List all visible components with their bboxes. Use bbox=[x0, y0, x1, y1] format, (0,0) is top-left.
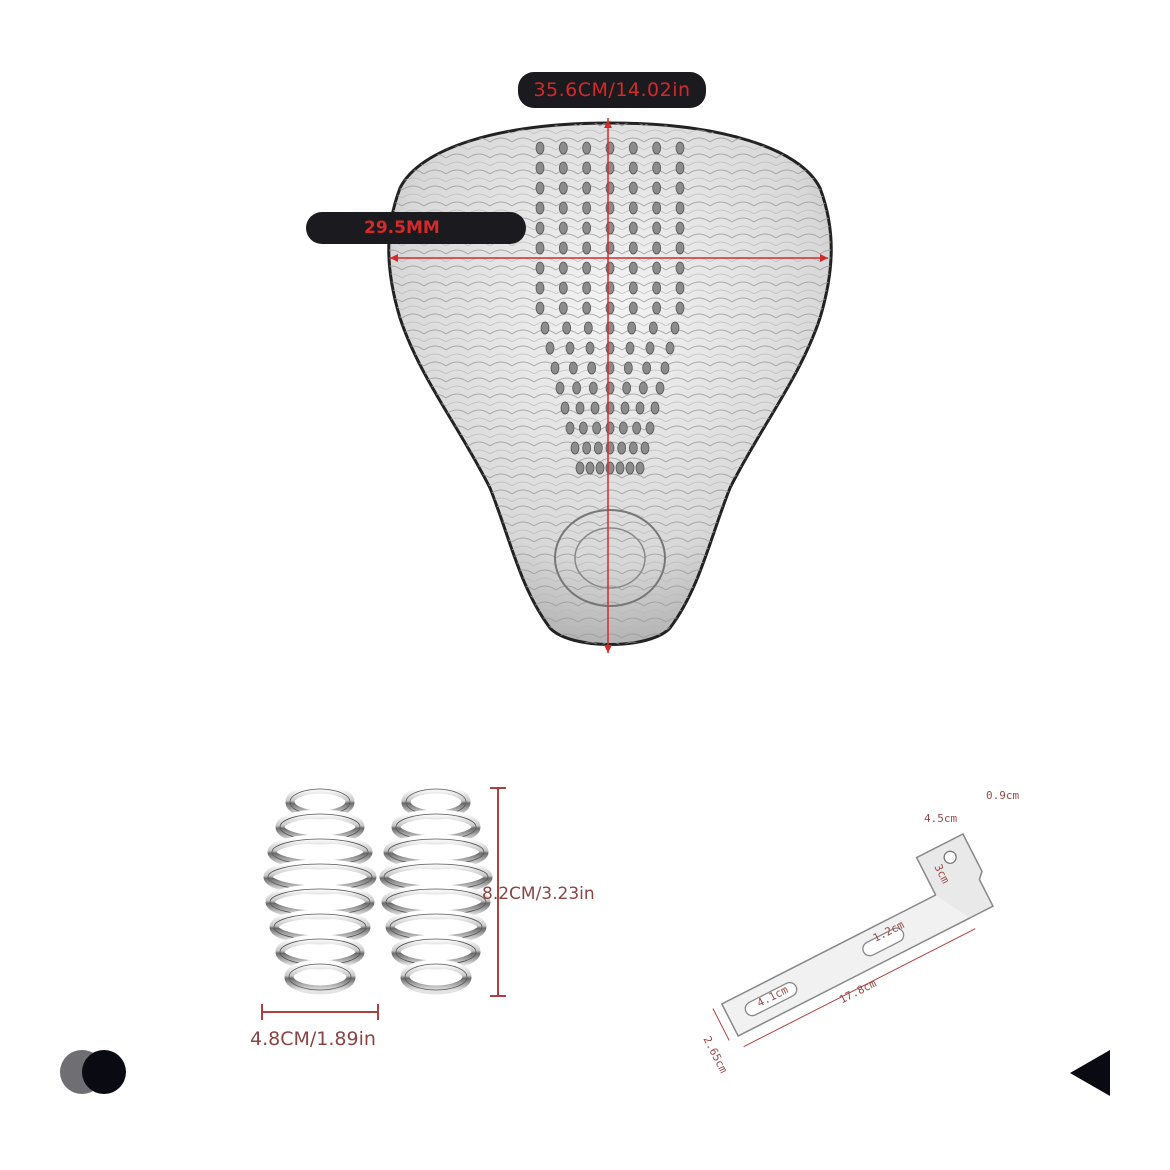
carousel-dots[interactable] bbox=[58, 1048, 132, 1096]
spring-right bbox=[379, 784, 493, 995]
previous-button[interactable] bbox=[1066, 1048, 1114, 1098]
bracket-image bbox=[700, 770, 1060, 1080]
spring-left bbox=[263, 784, 377, 995]
triangle-left-icon bbox=[1070, 1050, 1110, 1096]
springs-image bbox=[250, 770, 520, 1030]
spring-height-label: 8.2CM/3.23in bbox=[482, 884, 595, 904]
spring-width-label: 4.8CM/1.89in bbox=[250, 1028, 376, 1050]
overlapping-circles-icon bbox=[60, 1050, 126, 1094]
seat-depth-label: 29.5MM bbox=[306, 212, 526, 244]
bracket-tab-width-label: 4.5cm bbox=[924, 812, 958, 825]
seat-image bbox=[380, 118, 840, 658]
bracket-illustration bbox=[712, 832, 995, 1048]
bracket-hole-diameter-label: 0.9cm bbox=[986, 789, 1020, 802]
springs-illustration bbox=[261, 784, 506, 1020]
seat-illustration bbox=[387, 118, 833, 653]
seat-width-label: 35.6CM/14.02in bbox=[518, 72, 706, 108]
